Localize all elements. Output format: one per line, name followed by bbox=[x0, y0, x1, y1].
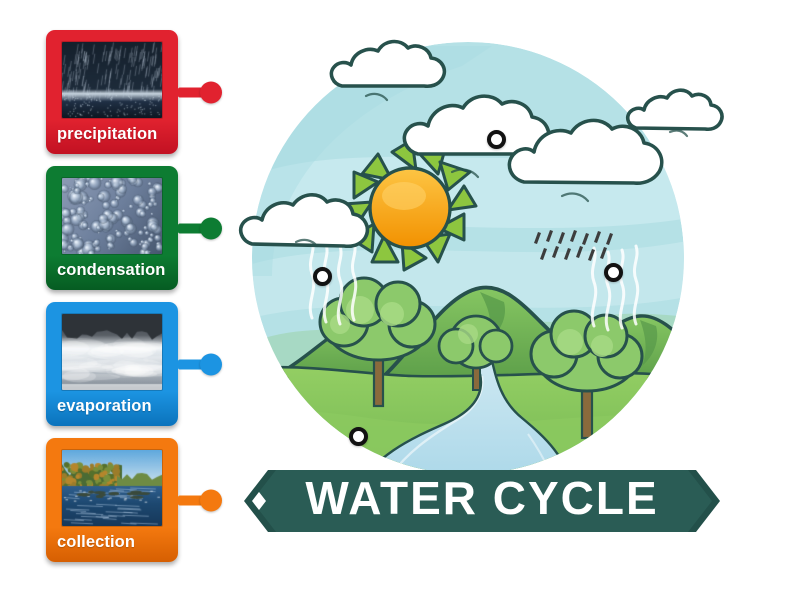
label-card-collection[interactable]: collection bbox=[46, 438, 222, 562]
connector-dot[interactable] bbox=[200, 489, 222, 511]
collection-thumbnail bbox=[62, 450, 162, 526]
connector-bar bbox=[178, 87, 210, 97]
label-card-evaporation[interactable]: evaporation bbox=[46, 302, 222, 426]
connector-bar bbox=[178, 495, 210, 505]
label-card-condensation[interactable]: condensation bbox=[46, 166, 222, 290]
evaporation-thumbnail bbox=[62, 314, 162, 390]
connector-bar bbox=[178, 359, 210, 369]
drop-marker-evaporation-right[interactable] bbox=[603, 262, 623, 282]
connector-condensation[interactable] bbox=[178, 217, 222, 239]
connector-evaporation[interactable] bbox=[178, 353, 222, 375]
banner bbox=[242, 470, 722, 532]
connector-dot[interactable] bbox=[200, 217, 222, 239]
connector-precipitation[interactable] bbox=[178, 81, 222, 103]
connector-bar bbox=[178, 223, 210, 233]
tree-right bbox=[529, 309, 644, 440]
drop-marker-evaporation-left[interactable] bbox=[312, 266, 332, 286]
drop-marker-river-collection[interactable] bbox=[348, 426, 368, 446]
svg-text:WATER CYCLE: WATER CYCLE bbox=[305, 472, 658, 524]
precipitation-thumbnail bbox=[62, 42, 162, 118]
connector-dot[interactable] bbox=[200, 353, 222, 375]
connector-dot[interactable] bbox=[200, 81, 222, 103]
connector-collection[interactable] bbox=[178, 489, 222, 511]
label-card-text: evaporation bbox=[57, 397, 152, 415]
drop-marker-cloud-top[interactable] bbox=[486, 129, 506, 149]
tree-middle bbox=[437, 314, 514, 391]
label-card-text: precipitation bbox=[57, 125, 158, 143]
label-card-precipitation[interactable]: precipitation bbox=[46, 30, 222, 154]
sun-icon bbox=[342, 138, 478, 272]
water-cycle-illustration: WATER CYCLE bbox=[232, 26, 732, 546]
label-card-text: collection bbox=[57, 533, 136, 551]
label-card-text: condensation bbox=[57, 261, 166, 279]
condensation-thumbnail bbox=[62, 178, 162, 254]
